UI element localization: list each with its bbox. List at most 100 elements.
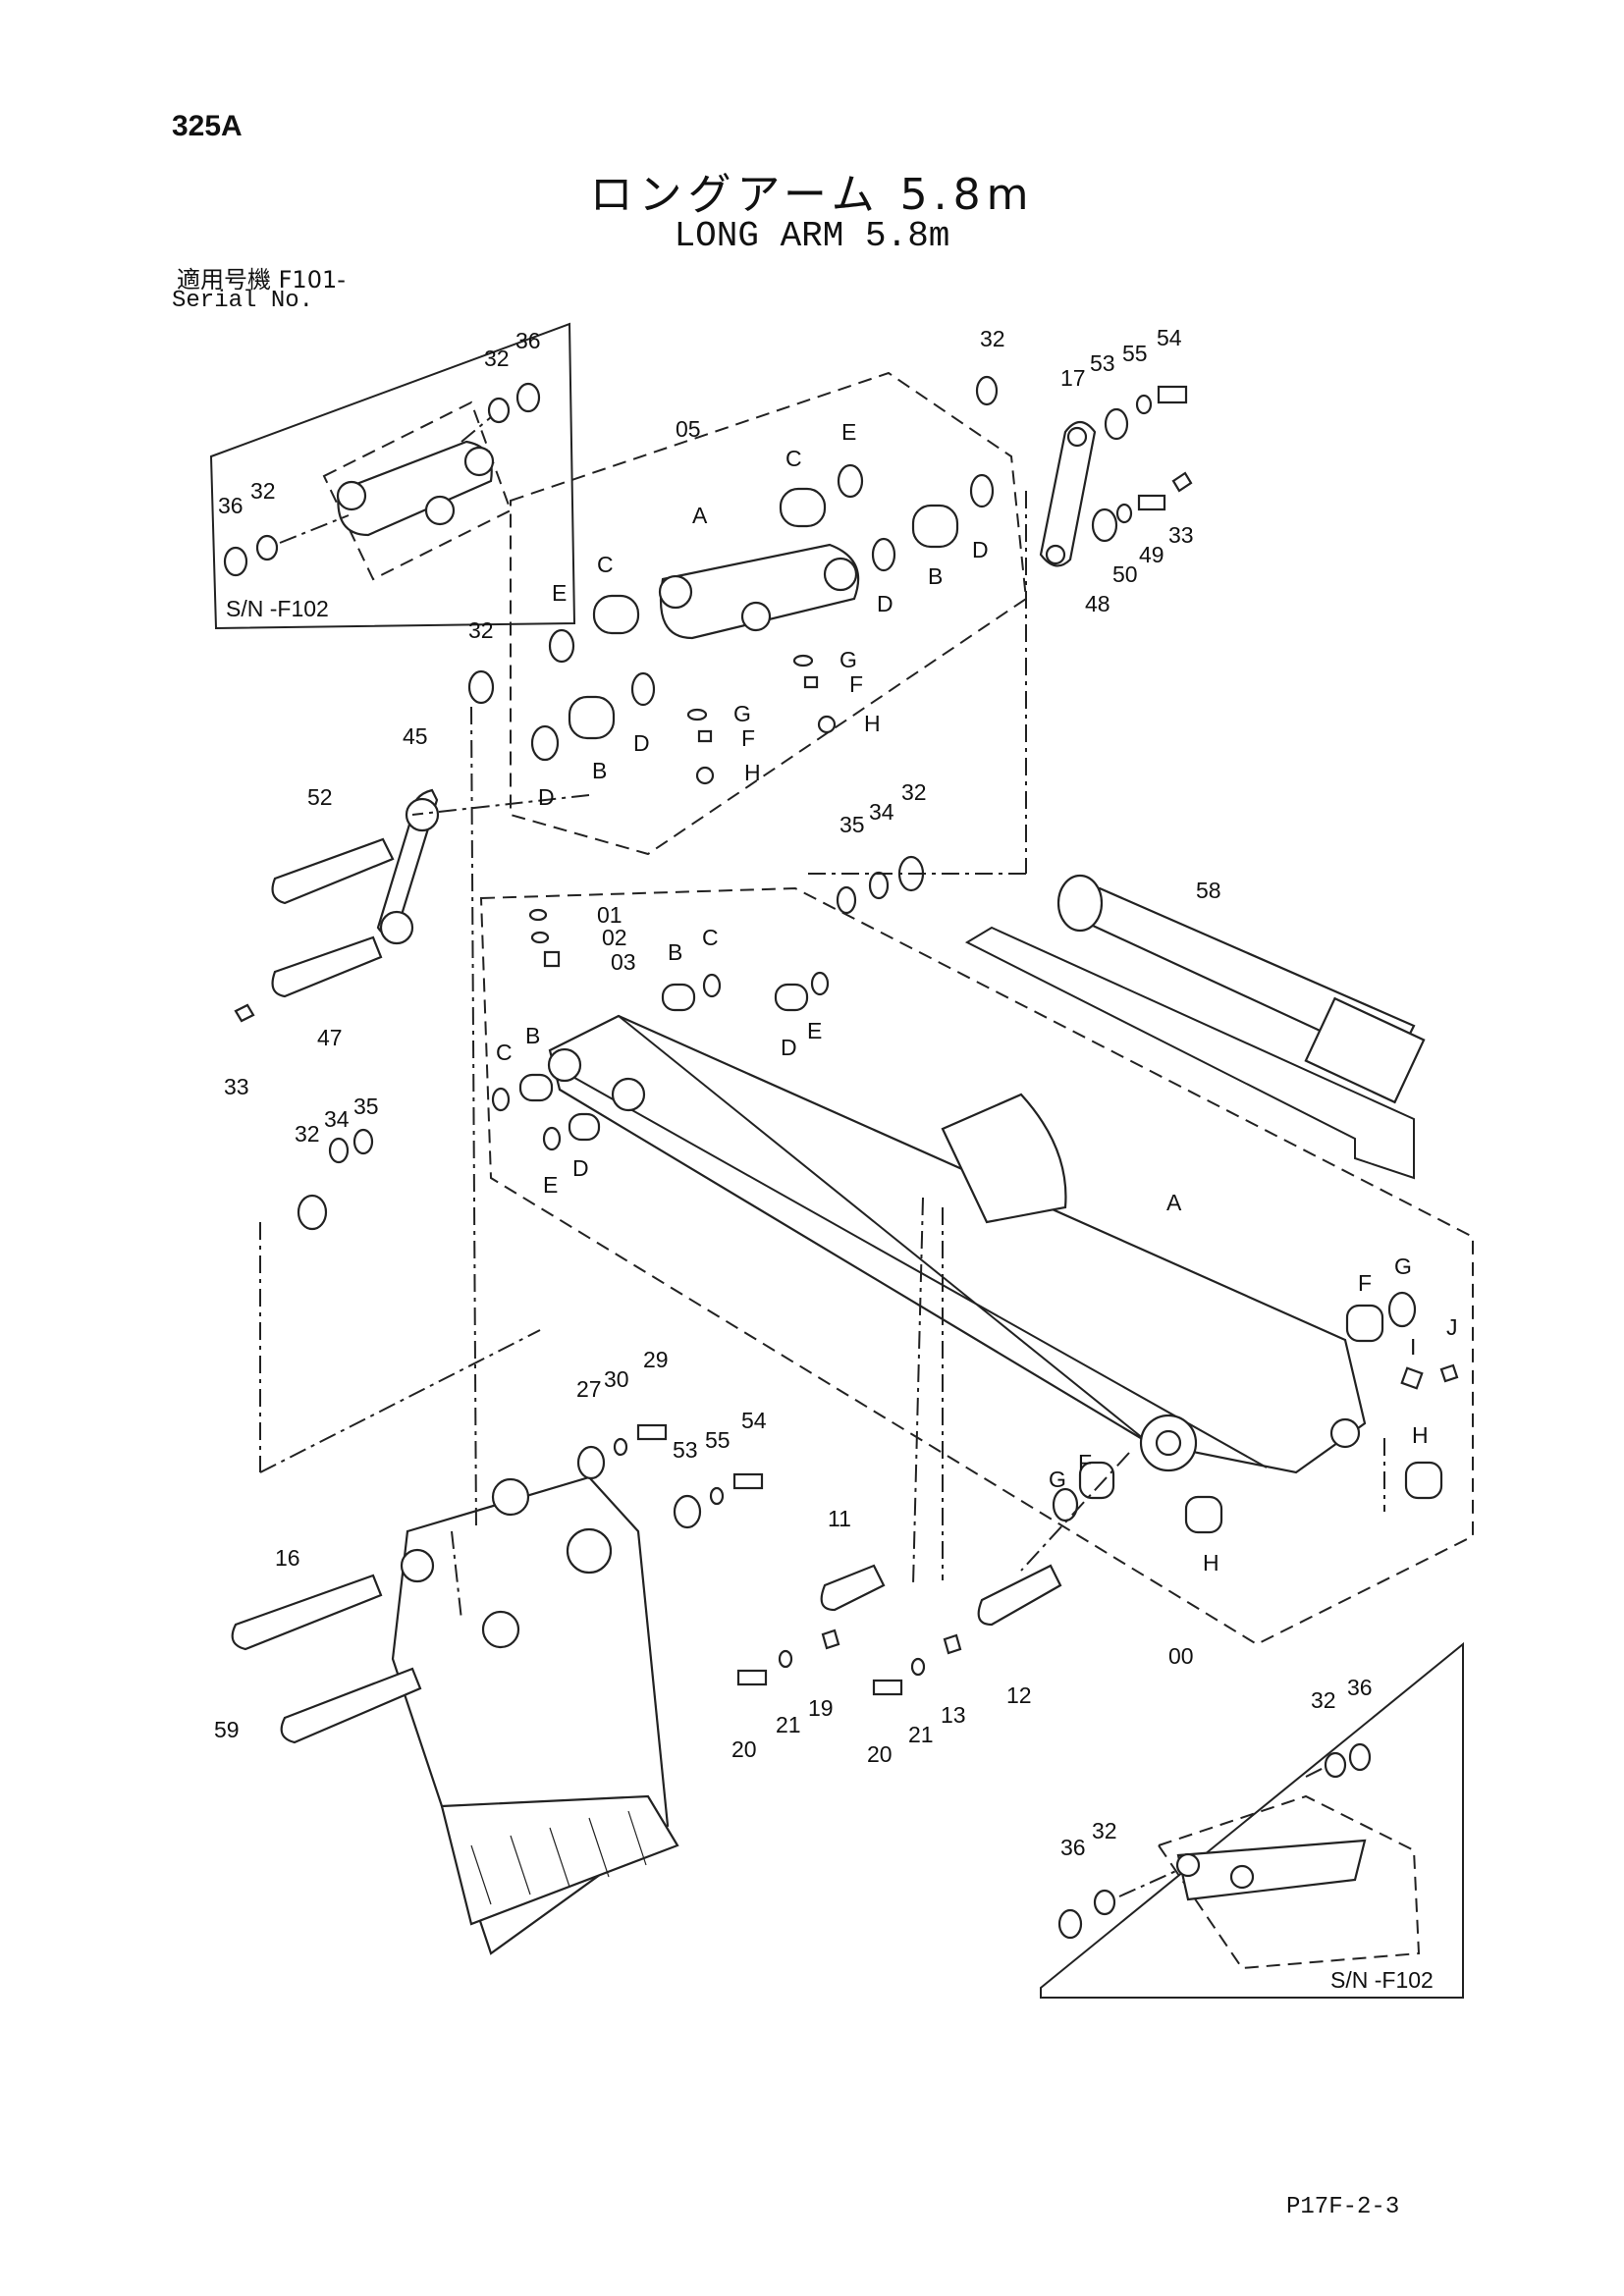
inset-bottom-right-dashed-box bbox=[1157, 1794, 1421, 1970]
callout-f2: F bbox=[741, 725, 755, 751]
pin-59 bbox=[280, 1667, 422, 1744]
callout-32h: 32 bbox=[1092, 1818, 1117, 1843]
callout-f3: F bbox=[1358, 1270, 1372, 1296]
callout-a2: A bbox=[1166, 1190, 1182, 1215]
callout-02: 02 bbox=[602, 925, 627, 950]
inset-link-part bbox=[336, 440, 495, 537]
callout-b2: B bbox=[592, 758, 607, 783]
washer-d-right bbox=[969, 473, 995, 508]
callout-e1: E bbox=[841, 419, 856, 445]
callout-20a: 20 bbox=[731, 1736, 757, 1762]
pin-16 bbox=[231, 1574, 383, 1651]
callout-55b: 55 bbox=[705, 1427, 731, 1453]
callout-f1: F bbox=[849, 671, 863, 697]
callout-59: 59 bbox=[214, 1717, 240, 1742]
bushing-c-left bbox=[592, 594, 640, 635]
grease-fittings-upper bbox=[686, 654, 837, 785]
pin-11 bbox=[820, 1564, 886, 1612]
callout-g2: G bbox=[733, 701, 751, 726]
callout-52: 52 bbox=[307, 784, 333, 810]
link-part-a bbox=[658, 543, 860, 640]
callout-c2: C bbox=[597, 552, 614, 577]
callout-58: 58 bbox=[1196, 878, 1221, 903]
callout-36c: 36 bbox=[1347, 1675, 1373, 1700]
callout-a1: A bbox=[692, 503, 708, 528]
callout-labels: 32 36 36 32 05 32 17 53 55 54 C E A C D … bbox=[214, 325, 1458, 1860]
callout-e3: E bbox=[807, 1018, 822, 1043]
callout-32c: 32 bbox=[980, 326, 1005, 351]
callout-27: 27 bbox=[576, 1376, 602, 1402]
bushing-b-right bbox=[911, 504, 959, 549]
callout-16: 16 bbox=[275, 1545, 300, 1571]
callout-45: 45 bbox=[403, 723, 428, 749]
callout-e2: E bbox=[552, 580, 567, 606]
cylinder-frame bbox=[964, 926, 1415, 1180]
callout-54a: 54 bbox=[1157, 325, 1182, 350]
callout-d4: D bbox=[538, 784, 555, 810]
page-id: 325A bbox=[172, 110, 243, 142]
callout-11: 11 bbox=[828, 1506, 851, 1531]
callout-b3: B bbox=[668, 939, 682, 965]
callout-36b: 36 bbox=[218, 493, 244, 518]
pin-52 bbox=[271, 837, 395, 905]
callout-e4: E bbox=[543, 1172, 558, 1198]
callout-12: 12 bbox=[1006, 1682, 1032, 1708]
snap-ring-32-left bbox=[467, 669, 495, 705]
serial-label-english: Serial No. bbox=[172, 288, 314, 314]
callout-b1: B bbox=[928, 563, 943, 589]
callout-55a: 55 bbox=[1122, 341, 1148, 366]
upper-bushings bbox=[467, 375, 999, 762]
callout-32e: 32 bbox=[901, 779, 927, 805]
callout-d2: D bbox=[877, 591, 893, 616]
washer-d-left bbox=[630, 671, 656, 707]
callout-32b: 32 bbox=[250, 478, 276, 504]
callout-c4: C bbox=[496, 1040, 513, 1065]
arm-assembly-00-boundary bbox=[479, 886, 1474, 1646]
callout-32g: 32 bbox=[1311, 1687, 1336, 1713]
callout-i: I bbox=[1410, 1334, 1416, 1360]
callout-32d: 32 bbox=[468, 617, 494, 643]
bucket bbox=[231, 1475, 679, 1955]
arm-bushings-right bbox=[1052, 1291, 1459, 1534]
callout-35a: 35 bbox=[839, 812, 865, 837]
callout-21b: 21 bbox=[908, 1722, 934, 1747]
callout-j: J bbox=[1446, 1314, 1458, 1340]
pin-47 bbox=[271, 935, 383, 998]
callout-g1: G bbox=[839, 647, 857, 672]
pin-12 bbox=[977, 1564, 1062, 1627]
inset-top-left-dashed-box bbox=[322, 400, 513, 581]
callout-d1: D bbox=[972, 537, 989, 562]
arm-body bbox=[547, 1014, 1367, 1474]
inset-top-left: S/N -F102 bbox=[209, 322, 576, 630]
pins-lower bbox=[736, 1564, 1062, 1696]
inset-top-left-frame bbox=[209, 322, 576, 630]
inset-bottom-right-label: S/N -F102 bbox=[1330, 1967, 1434, 1993]
inset-bottom-right-frame bbox=[1040, 1641, 1464, 1999]
callout-29: 29 bbox=[643, 1347, 669, 1372]
leader-lines bbox=[259, 491, 1385, 1621]
callout-32f: 32 bbox=[295, 1121, 320, 1147]
drawing-code: P17F-2-3 bbox=[1286, 2194, 1400, 2220]
bushing-b-left bbox=[568, 695, 616, 740]
washer-e-left bbox=[548, 628, 575, 664]
callout-h3: H bbox=[1412, 1422, 1429, 1448]
inset-top-left-label: S/N -F102 bbox=[226, 596, 329, 621]
callout-d6: D bbox=[572, 1155, 589, 1181]
link-plate-17 bbox=[1039, 385, 1193, 567]
callout-h1: H bbox=[864, 711, 881, 736]
callout-47: 47 bbox=[317, 1025, 343, 1050]
callout-50: 50 bbox=[1112, 561, 1138, 587]
callout-36a: 36 bbox=[515, 328, 541, 353]
callout-h4: H bbox=[1203, 1550, 1219, 1575]
callout-20b: 20 bbox=[867, 1741, 893, 1767]
cylinder-58 bbox=[964, 874, 1426, 1180]
callout-g3: G bbox=[1394, 1254, 1412, 1279]
callout-03: 03 bbox=[611, 949, 636, 975]
callout-53b: 53 bbox=[673, 1437, 698, 1463]
callout-c3: C bbox=[702, 925, 719, 950]
snap-ring-32-top bbox=[975, 375, 999, 406]
bushing-c-top bbox=[779, 487, 827, 528]
inset-washer-left bbox=[223, 546, 248, 577]
callout-53a: 53 bbox=[1090, 350, 1115, 376]
